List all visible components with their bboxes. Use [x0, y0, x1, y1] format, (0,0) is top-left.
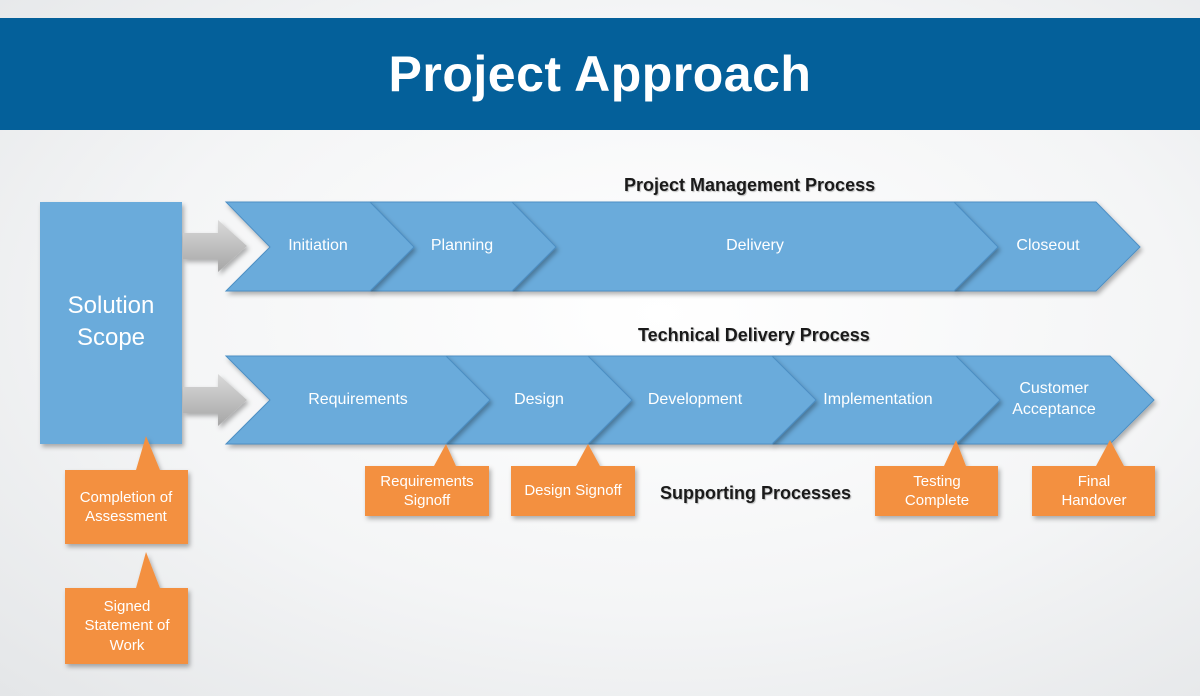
pm-process-heading: Project Management Process: [624, 175, 876, 195]
stage-closeout: Closeout: [1016, 237, 1080, 255]
solution-scope-box: [40, 202, 182, 444]
callout-signed-statement-of-work: [65, 552, 188, 664]
solution-scope-label: Solution Scope: [67, 292, 155, 352]
callout-design-signoff: [511, 444, 635, 516]
stage-customer-acceptance: Customer Acceptance: [1012, 380, 1096, 418]
milestone-requirements-signoff: Requirements Signoff: [380, 472, 474, 510]
stage-delivery: Delivery: [726, 237, 784, 255]
stage-requirements: Requirements: [308, 390, 408, 408]
stage-initiation: Initiation: [288, 237, 348, 255]
tech-process-heading: Technical Delivery Process: [638, 325, 870, 345]
callout-testing-complete: [875, 440, 998, 516]
page-title: Project Approach: [388, 46, 812, 102]
stage-planning: Planning: [430, 237, 494, 255]
milestone-signed-statement-of-work: Signed Statement of Work: [84, 597, 170, 654]
supporting-processes-heading: Supporting Processes: [660, 483, 852, 503]
pm-entry-arrow: [183, 220, 247, 272]
callout-final-handover: [1032, 440, 1155, 516]
callout-requirements-signoff: [365, 444, 489, 516]
milestone-completion-of-assessment: Completion of Assessment: [79, 488, 173, 526]
title-banner: Project Approach: [0, 18, 1200, 130]
milestone-final-handover: Final Handover: [1061, 472, 1127, 510]
milestone-design-signoff: Design Signoff: [524, 482, 622, 500]
pm-chevron-initiation: [224, 201, 415, 292]
callout-completion-of-assessment: [65, 436, 188, 544]
milestone-testing-complete: Testing Complete: [904, 472, 970, 510]
stage-design: Design: [514, 390, 564, 408]
tech-entry-arrow: [183, 374, 247, 426]
stage-implementation: Implementation: [823, 390, 933, 408]
stage-development: Development: [647, 390, 743, 408]
